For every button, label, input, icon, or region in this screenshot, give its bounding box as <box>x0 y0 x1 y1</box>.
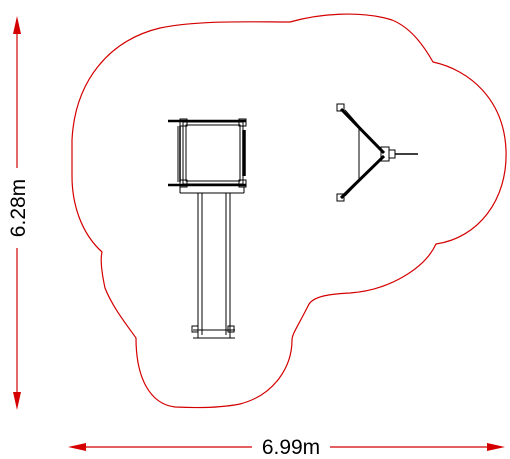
height-arrow-bottom <box>13 392 21 410</box>
slide-exit-foot-right <box>227 325 235 333</box>
safety-zone <box>71 13 507 409</box>
tower-platform-inner <box>185 124 241 182</box>
tower-post-tr <box>238 118 247 127</box>
swing-hub-cap <box>388 149 396 159</box>
tower-post-tl <box>179 118 188 127</box>
slide <box>191 193 235 339</box>
swing-leg-lower-inner <box>344 158 381 197</box>
height-arrow-top <box>13 16 21 34</box>
swing-leg-upper <box>339 107 386 155</box>
swing-foot-upper <box>336 103 345 112</box>
slide-exit-foot-left <box>191 325 199 333</box>
safety-zone-outline <box>71 13 507 409</box>
play-tower <box>168 118 247 194</box>
tower-post-br <box>238 179 247 188</box>
tower-platform <box>182 121 244 185</box>
swing-foot-lower <box>336 193 345 202</box>
height-label-bg <box>5 168 29 248</box>
width-label: 6.99m <box>262 436 320 459</box>
tower-post-bl <box>179 179 188 188</box>
swing-leg-upper-inner <box>344 109 381 151</box>
width-label-bg <box>252 436 330 458</box>
width-arrow-left <box>68 443 86 451</box>
v-swing-frame <box>336 103 418 202</box>
width-arrow-right <box>487 443 505 451</box>
play-equipment <box>168 103 418 339</box>
height-label: 6.28m <box>7 179 30 237</box>
